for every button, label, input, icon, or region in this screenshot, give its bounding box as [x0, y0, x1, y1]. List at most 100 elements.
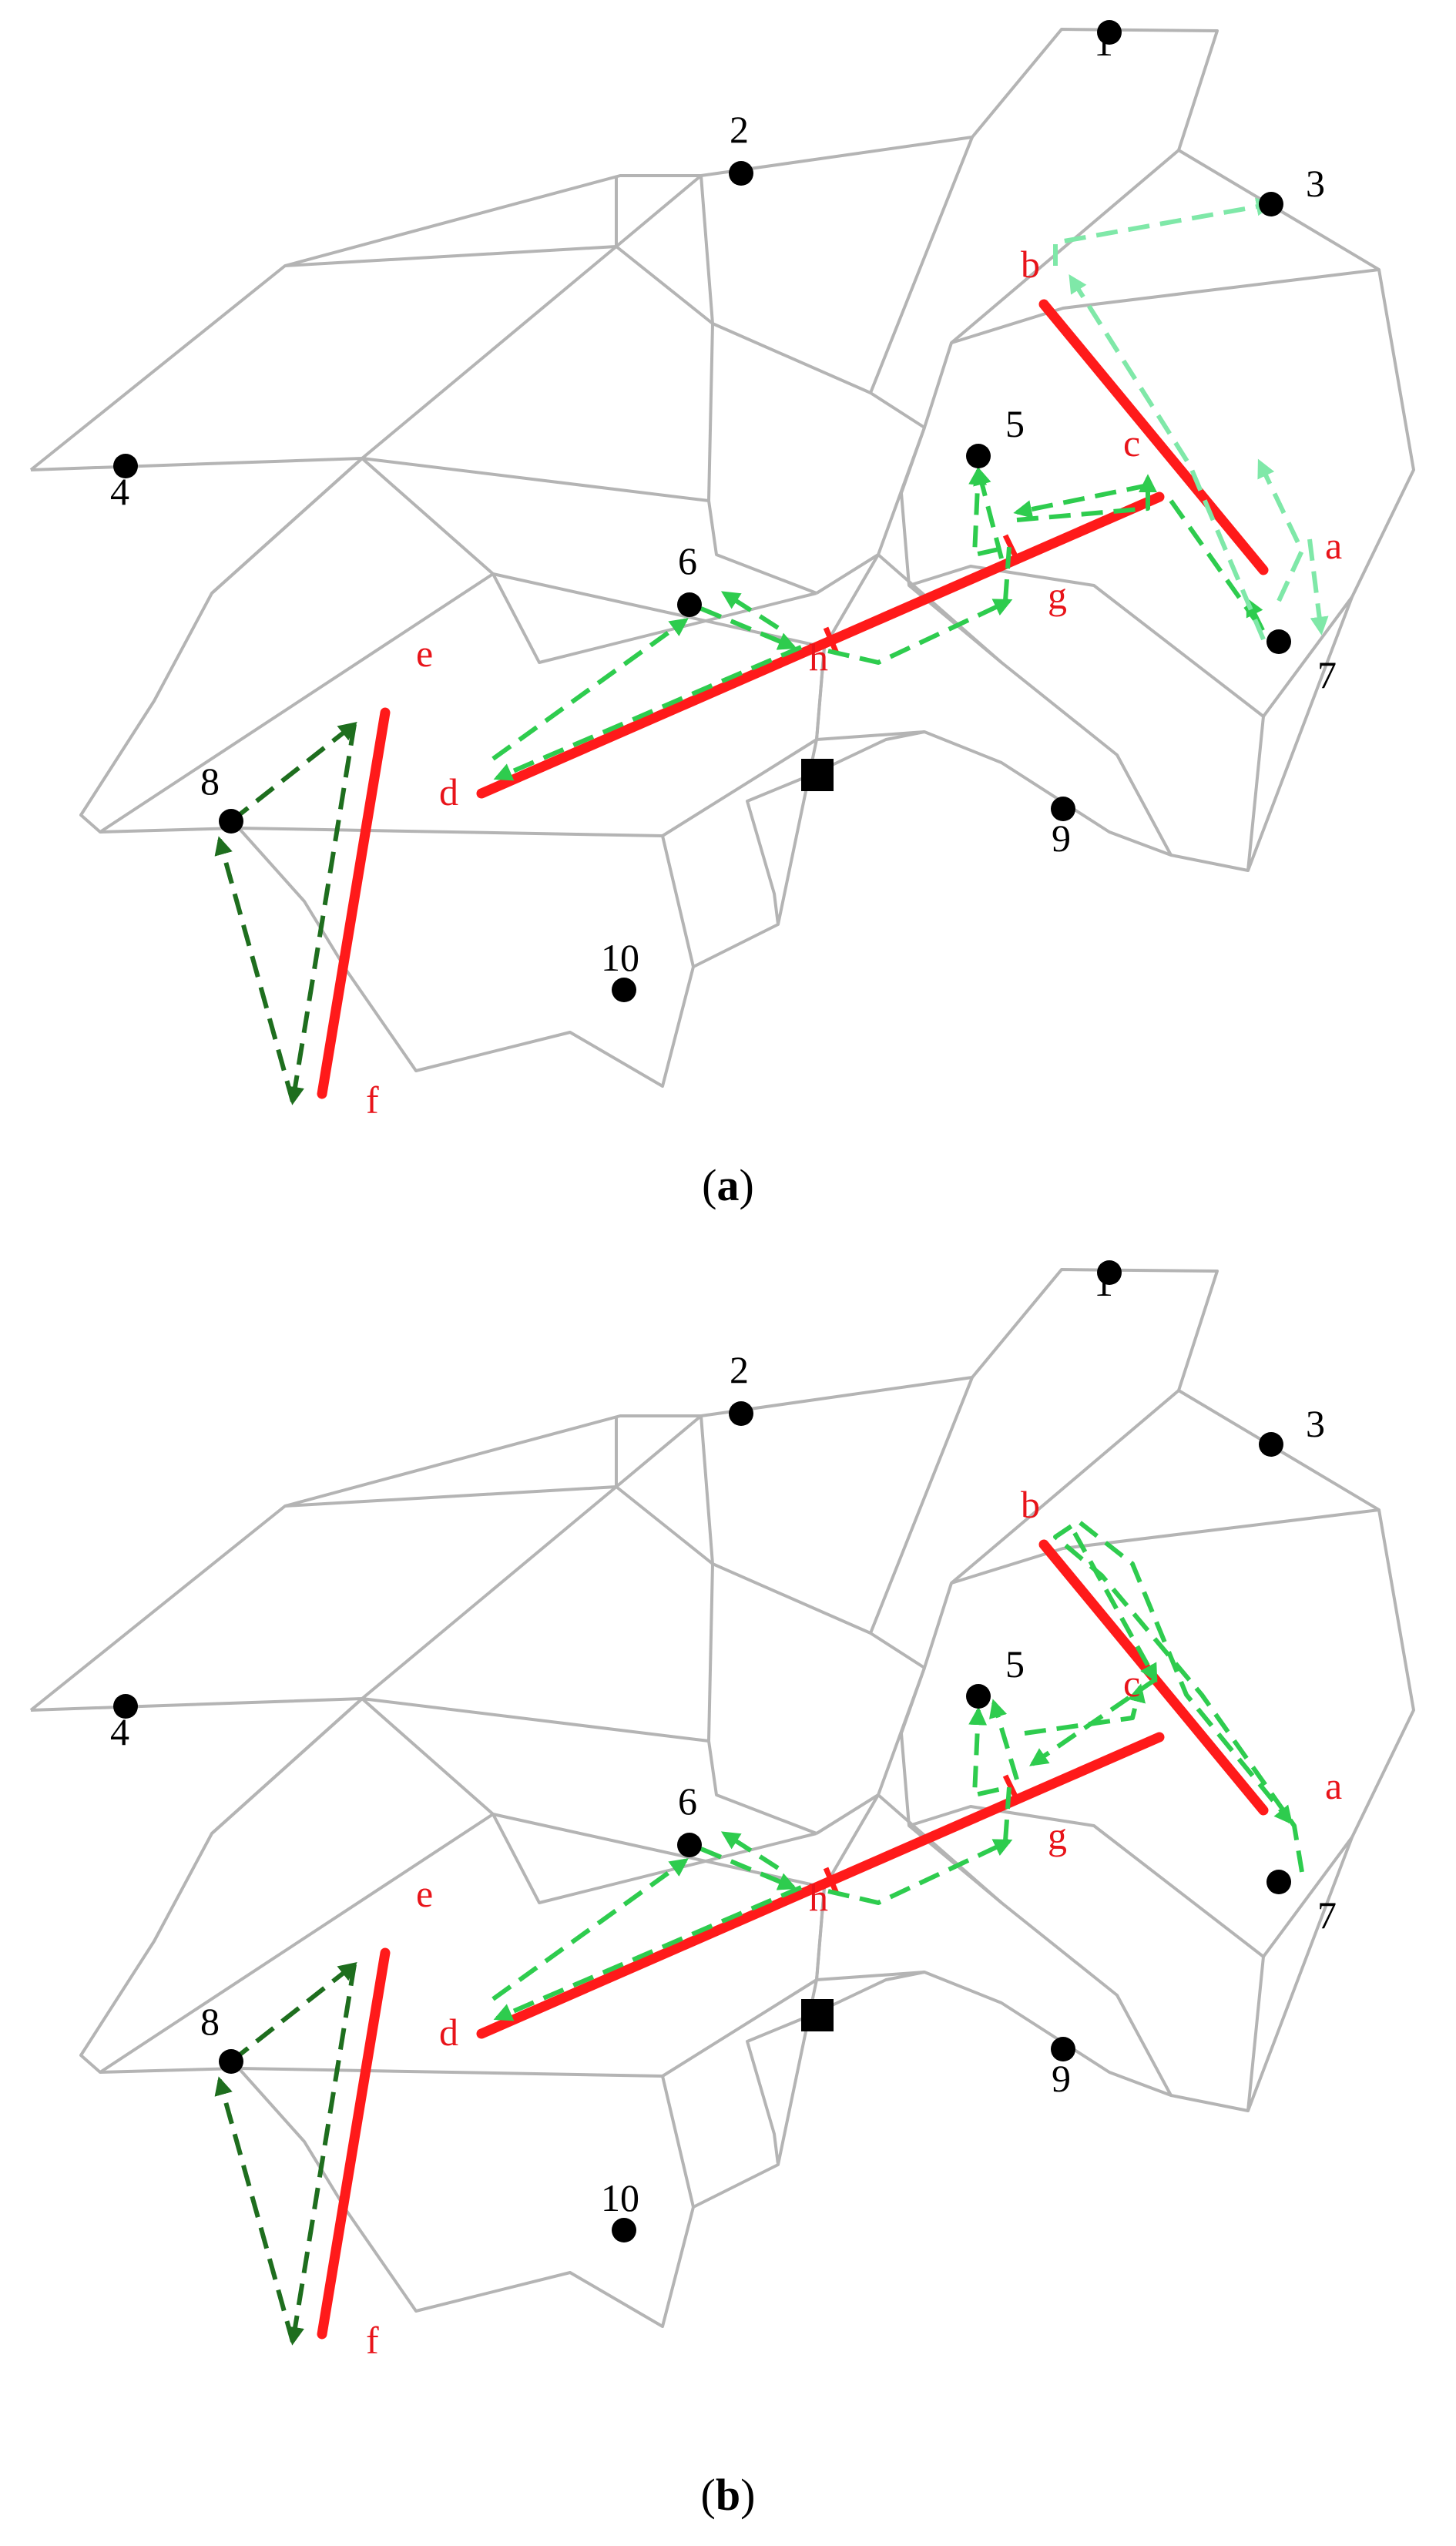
- segment-label-d: d: [439, 770, 458, 813]
- node-6-marker: [677, 592, 702, 617]
- road-segment: [615, 245, 714, 501]
- road-segment: [99, 572, 495, 834]
- road-segment: [1246, 1956, 1265, 2112]
- route-arrow: [493, 1885, 803, 2021]
- road-segment: [815, 1793, 880, 1835]
- node-9-label: 9: [1052, 2057, 1071, 2100]
- road-segment: [869, 149, 1180, 429]
- route-arrow: [491, 1858, 689, 2001]
- road-segment: [815, 646, 826, 740]
- route-arrow: [1072, 1531, 1158, 1683]
- road-segment: [361, 245, 618, 460]
- segment-label-e: e: [416, 1872, 433, 1915]
- node-3-marker: [1259, 192, 1283, 216]
- road-segment: [210, 1697, 364, 1835]
- barrier-lines: [317, 299, 1269, 1099]
- node-1-marker: [1097, 1260, 1122, 1285]
- route-arrow: [827, 1839, 1013, 1905]
- segment-label-e: e: [416, 632, 433, 675]
- node-8-label: 8: [200, 760, 220, 803]
- segment-label-g: g: [1048, 574, 1067, 617]
- node-2-label: 2: [730, 108, 749, 151]
- road-segment: [238, 1978, 818, 2078]
- segment-label-d: d: [439, 2011, 458, 2054]
- road-segment: [699, 1415, 714, 1565]
- road-segment: [816, 730, 925, 741]
- road-segment: [615, 1485, 714, 1742]
- road-network: [29, 1268, 1415, 2328]
- barrier-line: [317, 1947, 391, 2340]
- segment-label-b: b: [1021, 1483, 1040, 1526]
- road-segment: [816, 1971, 925, 1981]
- segment-label-b: b: [1021, 243, 1040, 286]
- node-7-marker: [1266, 1870, 1291, 1894]
- barrier-tick: [1002, 534, 1022, 564]
- segment-label-h: h: [809, 1876, 828, 1919]
- barrier-tick: [823, 1867, 840, 1895]
- node-8-marker: [219, 809, 243, 834]
- barrier-line: [476, 491, 1165, 799]
- route-arrow: [827, 599, 1013, 665]
- node-2-marker: [729, 161, 753, 186]
- road-segment: [877, 553, 1003, 664]
- node-4-marker: [113, 454, 138, 478]
- node-7-marker: [1266, 629, 1291, 654]
- road-segment: [869, 1389, 1180, 1669]
- road-segment: [908, 1805, 1354, 1958]
- node-2-label: 2: [730, 1348, 749, 1391]
- road-segment: [615, 174, 703, 248]
- barrier-tick: [823, 626, 840, 655]
- barrier-lines: [317, 1539, 1269, 2340]
- node-1-label: 1: [1094, 21, 1113, 64]
- node-9-label: 9: [1052, 817, 1071, 860]
- route-arrow: [1257, 458, 1304, 602]
- route-arrow: [1029, 1677, 1157, 1766]
- node-8-label: 8: [200, 2000, 220, 2043]
- segment-label-a: a: [1325, 1764, 1342, 1807]
- route-arrow: [1016, 474, 1157, 522]
- node-2-marker: [729, 1401, 753, 1426]
- node-3-label: 3: [1306, 162, 1325, 205]
- node-9-marker: [1051, 797, 1075, 821]
- route-arrow: [968, 1706, 1011, 1842]
- node-5-label: 5: [1005, 402, 1025, 445]
- route-arrow: [1053, 1519, 1304, 1873]
- route-arrow: [214, 836, 295, 1102]
- route-arrow: [720, 1831, 780, 1870]
- road-segment: [908, 565, 1354, 718]
- road-segment: [99, 1813, 495, 2074]
- depot-square: [801, 759, 834, 791]
- route-arrow: [968, 466, 1011, 602]
- segment-label-f: f: [366, 1078, 379, 1122]
- road-segment: [877, 1793, 1003, 1904]
- barrier-line: [317, 707, 391, 1099]
- route-arrow: [230, 722, 357, 824]
- route-arrow: [1307, 538, 1329, 636]
- road-segment: [238, 738, 818, 837]
- route-arrow: [699, 1847, 797, 1890]
- road-segment: [1246, 716, 1265, 871]
- route-arrow: [491, 618, 689, 761]
- segment-label-g: g: [1048, 1814, 1067, 1857]
- road-segment: [815, 1887, 826, 1981]
- node-5-marker: [966, 1684, 991, 1709]
- segment-label-c: c: [1123, 1662, 1140, 1705]
- node-10-label: 10: [601, 936, 639, 979]
- node-7-label: 7: [1317, 1894, 1337, 1937]
- road-segment: [815, 553, 880, 595]
- node-10-label: 10: [601, 2176, 639, 2219]
- road-segment: [29, 1268, 1415, 2328]
- route-arrow: [1053, 197, 1275, 266]
- route-arrow: [1013, 483, 1149, 518]
- road-segment: [900, 427, 1173, 856]
- route-arrow: [1024, 1683, 1146, 1736]
- node-9-marker: [1051, 2037, 1075, 2061]
- node-10-marker: [612, 2218, 636, 2242]
- road-segment: [492, 572, 825, 649]
- node-4-label: 4: [110, 1710, 129, 1753]
- segment-label-h: h: [809, 636, 828, 679]
- node-5-marker: [966, 444, 991, 468]
